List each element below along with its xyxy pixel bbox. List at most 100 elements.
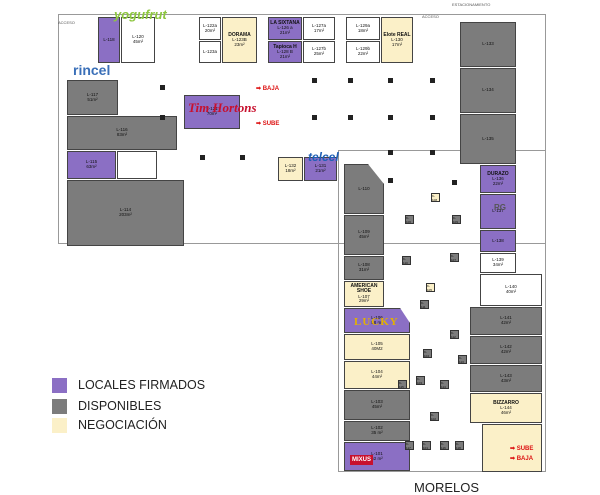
unit-L-129b[interactable]: L-129b 22m² [346,41,380,63]
column-marker [430,78,435,83]
acceso-top-left-label: ACCESO [58,20,75,25]
unit-L-114[interactable]: L-114 203m² [67,180,184,246]
unit-L-107[interactable]: AMERICAN SHOE L-107 29m² [344,281,384,307]
unit-L-121[interactable]: L-121 70m² [184,95,240,129]
unit-L-138[interactable]: L-138 [480,230,516,252]
kiosk-K-110[interactable]: K-110 [402,256,411,265]
unit-L-144[interactable]: BIZZARRO L-144 46m² [470,393,542,423]
unit-L-102[interactable]: L-102 35 m² [344,421,410,441]
kiosk-K-102[interactable]: K-102 [430,412,439,421]
unit-L-122a[interactable]: L-122a 20m² [199,17,221,40]
kiosk-K-108[interactable]: K-108 [431,193,440,202]
unit-L-116[interactable]: L-116 83m² [67,116,177,150]
column-marker [312,78,317,83]
kiosk-K-106[interactable]: K-106 [405,215,414,224]
unit-L-120[interactable]: L-120 45m² [121,17,155,63]
unit-L-127a[interactable]: L-127a 17m² [303,17,335,40]
right-arrow-icon: ➡ [256,86,262,92]
unit-L-108[interactable]: L-108 31m² [344,256,384,280]
column-marker [240,155,245,160]
mixus-logo: MIXUS [350,455,374,465]
unit-L-132[interactable]: L-132 18m² [278,157,303,181]
kiosk-K-117[interactable]: K-117 [405,441,414,450]
yogufrut-logo: yogufrut [114,7,167,22]
unit-L-139[interactable]: L-139 34m² [480,253,516,273]
column-marker [160,85,165,90]
kiosk-K-107[interactable]: K-107 [450,253,459,262]
unit-L-131[interactable]: L-131 21m² [304,157,337,181]
unit-L-123a[interactable]: L-123a [199,41,221,63]
column-marker [388,78,393,83]
right-arrow-icon: ➡ [510,456,516,462]
legend-swatch-firmados [52,378,67,393]
kiosk-K-104[interactable]: K-104 [423,349,432,358]
rincel-logo: rincel [73,62,111,78]
unit-L-133[interactable]: L-133 [460,22,516,67]
sube-top-arrow: ➡ SUBE [256,121,280,127]
column-marker [348,115,353,120]
unit-L-130[interactable]: Elote REAL L-130 17m² [381,17,413,63]
unit-L-143[interactable]: L-143 43m² [470,365,542,392]
unit-L-126a[interactable]: LA SIXTANA L-126 a 21m² [268,17,302,40]
kiosk-K-115[interactable]: K-115 [398,380,407,389]
unit-L-117[interactable]: L-117 51m² [67,80,118,115]
legend-swatch-negociacion [52,418,67,433]
tim-hortons-logo: Tim Hortons [188,100,257,115]
unit-L-106[interactable]: L-106 58 m² [344,308,410,333]
legend-label-negociacion: NEGOCIACIÓN [78,418,167,432]
kiosk-K-111[interactable]: K-111 [420,300,429,309]
column-marker [430,115,435,120]
sube-bottom-arrow: ➡ SUBE [510,446,534,452]
telcel-logo: telcel [308,150,339,164]
unit-L-137[interactable]: L-137 [480,194,516,229]
kiosk-K-116[interactable]: K-116 [440,441,449,450]
acceso-top-right-label: ACCESO [422,14,439,19]
kiosk-K-109[interactable]: K-109 [452,215,461,224]
unit-L-105[interactable]: L-105 40M2 [344,334,410,360]
rg-logo: RG [494,203,506,212]
unit-L-142[interactable]: L-142 42m² [470,336,542,364]
unit-L-129a[interactable]: L-129a 18m² [346,17,380,40]
unit-L-115[interactable]: L-115 63m² [67,151,116,179]
baja-top-arrow: ➡ BAJA [256,86,280,92]
unit-L-127b[interactable]: L-127b 25m² [303,41,335,63]
street-label: MORELOS [414,480,480,495]
kiosk-K-105[interactable]: K-105 [426,283,435,292]
unit-L-118[interactable]: L-118 [98,17,120,63]
unit-L-128B[interactable]: Tapioca H L-128 B 21m² [268,41,302,63]
column-marker [348,78,353,83]
kiosk-K-118[interactable]: K-118 [455,441,464,450]
column-marker [388,150,393,155]
column-marker [200,155,205,160]
unit-L-103[interactable]: L-103 45m² [344,390,410,420]
kiosk-K-112[interactable]: K-112 [450,330,459,339]
column-marker [452,180,457,185]
column-marker [388,178,393,183]
unit-L-109[interactable]: L-109 45m² [344,215,384,255]
legend-label-firmados: LOCALES FIRMADOS [78,378,206,392]
kiosk-K-114[interactable]: K-114 [440,380,449,389]
legend-swatch-disponibles [52,399,67,414]
kiosk-K-101[interactable]: K-101 [422,441,431,450]
unit-L-141[interactable]: L-141 42m² [470,307,542,335]
estacionamiento-label: ESTACIONAMIENTO [452,2,491,7]
lucky-logo: LUCKY [354,316,399,328]
escalator-zone [482,424,542,472]
kiosk-K-113[interactable]: K-113 [458,355,467,364]
column-marker [160,115,165,120]
unit-L-123B[interactable]: DORAMA L-123B 23m² [222,17,257,63]
column-marker [312,115,317,120]
unit-L-101[interactable]: L-101 52 m² [344,442,410,471]
mall-outline-north [58,14,546,244]
unit-L-135[interactable]: L-135 [460,114,516,164]
unit-L-136[interactable]: DURAZO L-136 22m² [480,165,516,193]
kiosk-K-103[interactable]: K-103 [416,376,425,385]
unit-bell-spot[interactable] [117,151,157,179]
unit-L-140[interactable]: L-140 40m² [480,274,542,306]
baja-bottom-arrow: ➡ BAJA [510,456,534,462]
unit-L-134[interactable]: L-134 [460,68,516,113]
column-marker [430,150,435,155]
right-arrow-icon: ➡ [256,121,262,127]
right-arrow-icon: ➡ [510,446,516,452]
